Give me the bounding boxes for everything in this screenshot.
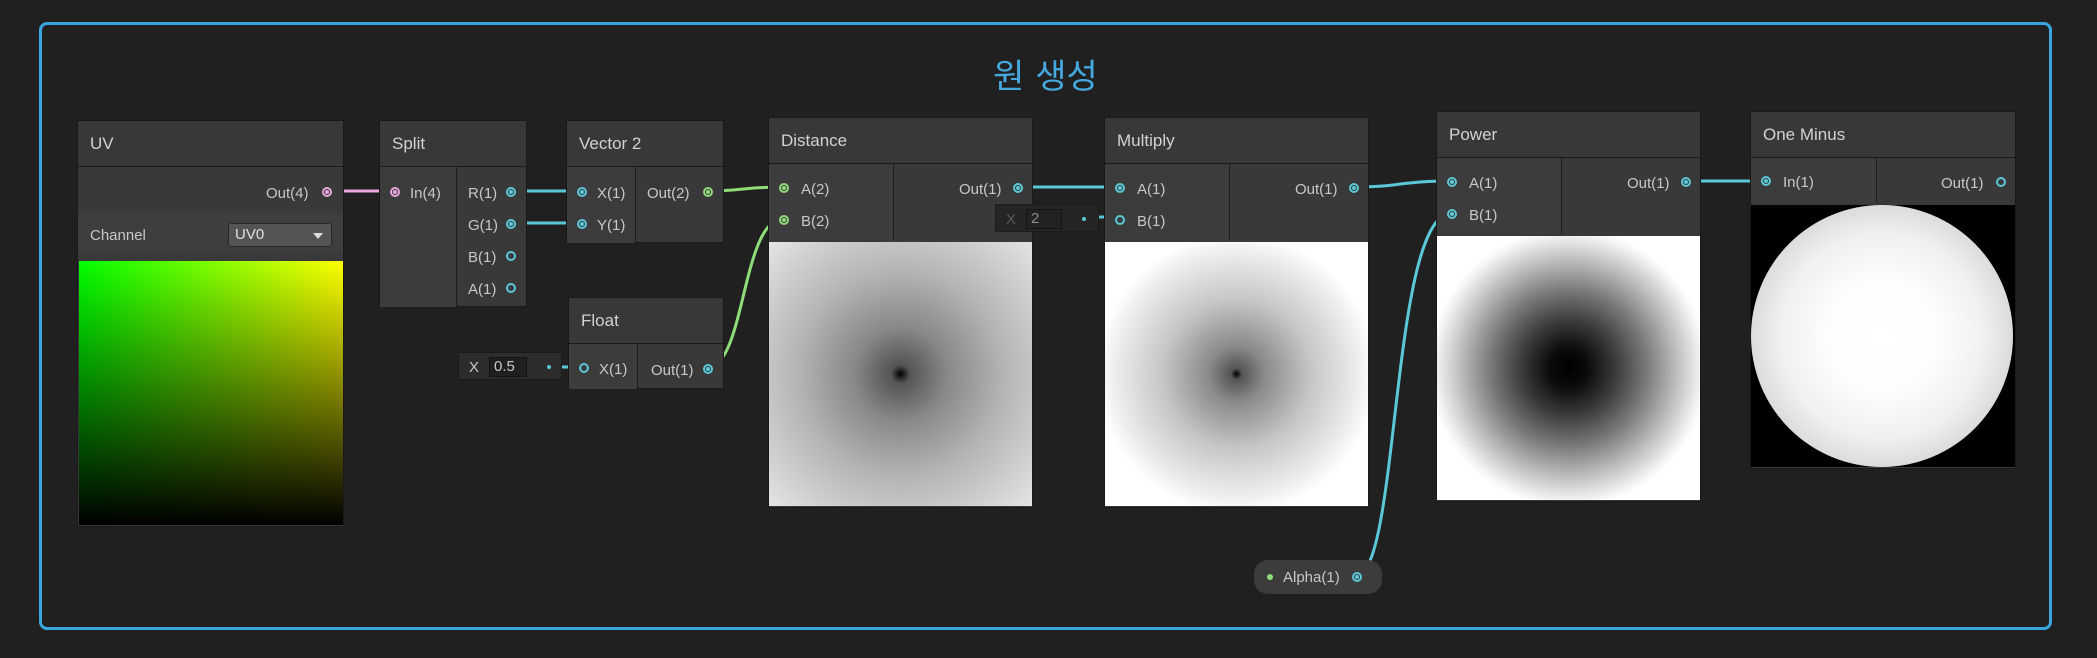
alpha-property-out-port[interactable] [1352,572,1362,582]
split-out-b-label: B(1) [468,249,497,266]
uv-preview [79,261,343,525]
vector2-in-y-label: Y(1) [597,217,626,234]
multiply-preview-gradient [1105,242,1368,506]
split-out-g-port[interactable] [506,219,516,229]
multiply-x-field-label: X [1006,211,1017,228]
split-in-port[interactable] [390,187,400,197]
float-x-field[interactable]: X 0.5 [458,352,562,380]
vector2-out-label: Out(2) [647,185,690,202]
multiply-in-a-port[interactable] [1115,183,1125,193]
vector2-in-y-port[interactable] [577,219,587,229]
uv-out-port[interactable] [322,187,332,197]
multiply-out-port[interactable] [1349,183,1359,193]
multiply-out-label: Out(1) [1295,181,1338,198]
uv-channel-label: Channel [90,227,146,244]
power-in-a-port[interactable] [1447,177,1457,187]
float-x-field-dot [547,365,551,369]
one-minus-divider [1876,158,1877,203]
multiply-x-field[interactable]: X 2 [995,204,1099,232]
one-minus-preview-circle [1751,205,2013,467]
power-node[interactable]: Power A(1) B(1) Out(1) [1436,111,1701,502]
float-in-x-port[interactable] [579,363,589,373]
multiply-in-b-label: B(1) [1137,213,1166,230]
split-out-a-label: A(1) [468,281,497,298]
power-divider [1561,158,1562,234]
float-divider [637,344,638,389]
split-divider [456,167,457,307]
alpha-property-node[interactable]: Alpha(1) [1254,560,1382,594]
multiply-in-b-port[interactable] [1115,215,1125,225]
distance-node-title: Distance [769,118,1032,164]
multiply-x-field-value[interactable]: 2 [1026,209,1062,229]
distance-in-b-label: B(2) [801,213,830,230]
power-in-b-label: B(1) [1469,207,1498,224]
power-node-title: Power [1437,112,1700,158]
vector2-out-port[interactable] [703,187,713,197]
one-minus-in-label: In(1) [1783,174,1814,191]
uv-channel-dropdown[interactable]: UV0 [228,223,332,247]
uv-out-label: Out(4) [266,185,309,202]
float-x-field-label: X [469,359,480,376]
power-preview-gradient [1437,236,1700,500]
float-out-label: Out(1) [651,362,694,379]
multiply-node[interactable]: Multiply A(1) B(1) Out(1) [1104,117,1369,508]
distance-in-b-port[interactable] [779,215,789,225]
vector2-in-x-port[interactable] [577,187,587,197]
power-out-label: Out(1) [1627,175,1670,192]
distance-divider [893,164,894,240]
float-x-field-value[interactable]: 0.5 [489,357,527,377]
power-in-a-label: A(1) [1469,175,1498,192]
distance-preview [769,242,1032,506]
split-out-b-port[interactable] [506,251,516,261]
distance-in-a-label: A(2) [801,181,830,198]
alpha-property-label: Alpha(1) [1283,569,1340,586]
alpha-property-dot [1267,574,1273,580]
uv-node-title: UV [78,121,343,167]
distance-input-panel [769,164,893,240]
distance-in-a-port[interactable] [779,183,789,193]
split-out-g-label: G(1) [468,217,498,234]
split-node-title: Split [380,121,526,167]
uv-channel-value: UV0 [235,226,265,243]
multiply-node-title: Multiply [1105,118,1368,164]
float-node[interactable]: Float X(1) Out(1) [568,297,724,389]
multiply-preview [1105,242,1368,506]
multiply-divider [1229,164,1230,240]
split-out-a-port[interactable] [506,283,516,293]
split-in-label: In(4) [410,185,441,202]
vector2-input-panel [567,167,635,243]
split-node[interactable]: Split In(4) R(1) G(1) B(1) A(1) [379,120,527,307]
float-node-title: Float [569,298,723,344]
float-in-x-label: X(1) [599,361,628,378]
one-minus-node-title: One Minus [1751,112,2015,158]
power-in-b-port[interactable] [1447,209,1457,219]
one-minus-out-label: Out(1) [1941,175,1984,192]
power-input-panel [1437,158,1561,234]
vector2-divider [635,167,636,243]
distance-out-label: Out(1) [959,181,1002,198]
one-minus-out-port[interactable] [1996,177,2006,187]
multiply-input-panel [1105,164,1229,240]
one-minus-preview [1751,205,2015,467]
split-out-r-label: R(1) [468,185,498,202]
distance-node[interactable]: Distance A(2) B(2) Out(1) [768,117,1033,508]
power-preview [1437,236,1700,500]
one-minus-node[interactable]: One Minus In(1) Out(1) [1750,111,2016,469]
vector2-node[interactable]: Vector 2 X(1) Y(1) Out(2) [566,120,724,243]
float-out-port[interactable] [703,364,713,374]
vector2-node-title: Vector 2 [567,121,723,167]
uv-node[interactable]: UV Out(4) Channel UV0 [77,120,344,527]
one-minus-input-panel [1751,158,1876,203]
multiply-in-a-label: A(1) [1137,181,1166,198]
group-frame[interactable]: 원 생성 [39,22,2052,630]
split-out-r-port[interactable] [506,187,516,197]
chevron-down-icon [313,233,323,239]
group-title[interactable]: 원 생성 [993,57,1098,97]
vector2-in-x-label: X(1) [597,185,626,202]
multiply-x-field-dot [1082,217,1086,221]
power-out-port[interactable] [1681,177,1691,187]
one-minus-in-port[interactable] [1761,176,1771,186]
distance-out-port[interactable] [1013,183,1023,193]
uv-output-panel [78,167,343,207]
